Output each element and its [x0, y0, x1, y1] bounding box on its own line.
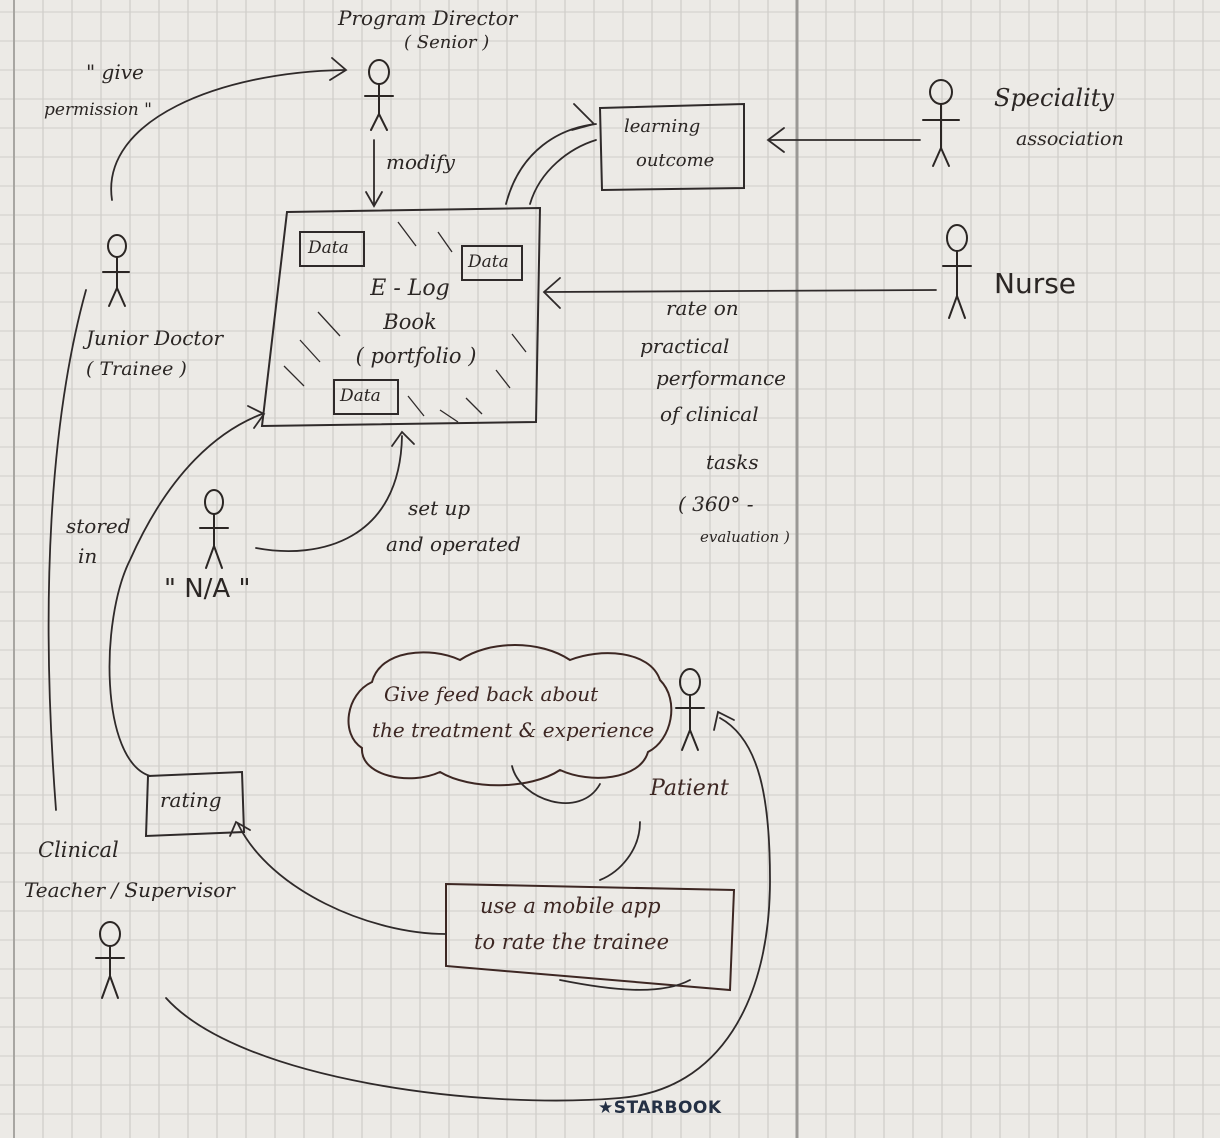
app-to-rating-arrow: [237, 823, 447, 935]
mobile-app-line-2: to rate the trainee: [474, 930, 670, 954]
modify-label: modify: [386, 150, 455, 174]
learning-outcome-label-1: learning: [624, 116, 701, 137]
mobile-app-line-1: use a mobile app: [480, 894, 661, 918]
data-box-3: [333, 379, 399, 415]
starbook-brand: ★STARBOOK: [598, 1098, 722, 1118]
patient-figure: [675, 668, 705, 751]
elog-hatch-marks: [283, 221, 527, 423]
rate-on-2: practical: [640, 334, 730, 358]
data-box-1: [299, 231, 365, 267]
teacher-supervisor-label: Teacher / Supervisor: [24, 878, 235, 902]
clinical-teacher-figure: [95, 921, 125, 999]
brand-name: STARBOOK: [613, 1098, 722, 1118]
stored-in-arrowhead: [247, 405, 266, 429]
nurse-figure: [942, 224, 972, 319]
data-label-3: Data: [340, 386, 381, 406]
patient-to-app-arrow: [599, 821, 641, 881]
program-director-figure: [364, 59, 394, 131]
cloud-return-arrow: [511, 765, 601, 804]
app-underline-arrow: [559, 979, 691, 991]
junior-doctor-role: ( Trainee ): [86, 358, 187, 380]
give-permission-label-1: " give: [86, 60, 144, 84]
stored-in-2: in: [78, 544, 98, 568]
rate-on-3: performance: [656, 366, 787, 390]
rating-arrowhead: [229, 820, 251, 837]
teacher-to-program-director-arrow: [47, 289, 87, 811]
set-up-2: and operated: [386, 532, 521, 556]
feedback-line-1: Give feed back about: [384, 682, 599, 706]
modify-arrowhead: [365, 191, 383, 208]
rate-on-1: rate on: [666, 296, 739, 320]
na-actor-figure: [199, 489, 229, 569]
data-label-1: Data: [308, 238, 349, 258]
elog-to-learning-arrow-2: [529, 139, 597, 205]
rate-on-4: of clinical: [660, 402, 759, 426]
give-permission-label-2: permission ": [44, 100, 152, 120]
learning-outcome-label-2: outcome: [636, 150, 715, 171]
speciality-arrowhead: [766, 127, 785, 153]
patient-label: Patient: [650, 776, 729, 801]
feedback-cloud: [347, 644, 673, 787]
rate-on-6: ( 360° -: [678, 492, 754, 516]
clinical-label: Clinical: [38, 838, 119, 862]
rate-on-5: tasks: [706, 450, 759, 474]
nurse-arrowhead: [542, 277, 561, 309]
junior-doctor-label: Junior Doctor: [86, 326, 224, 350]
data-label-2: Data: [468, 252, 509, 272]
program-director-role: ( Senior ): [404, 32, 490, 53]
na-setup-arrow: [255, 435, 403, 552]
rate-on-7: evaluation ): [700, 528, 790, 546]
patient-arrowhead: [713, 710, 735, 731]
elog-portfolio: ( portfolio ): [355, 344, 477, 368]
star-icon: ★: [598, 1098, 614, 1118]
teacher-to-patient-arrow: [165, 717, 771, 1102]
learning-arrowhead: [571, 103, 596, 131]
feedback-line-2: the treatment & experience: [372, 718, 655, 742]
elog-book-box: [260, 206, 542, 428]
data-box-2: [461, 245, 523, 281]
stored-in-1: stored: [66, 514, 131, 538]
learning-outcome-box: [598, 102, 745, 192]
elog-title: E - Log: [370, 276, 450, 301]
speciality-label: Speciality: [994, 84, 1114, 112]
rating-box: [144, 770, 246, 838]
elog-book: Book: [383, 310, 437, 334]
na-label: " N/A ": [164, 574, 251, 604]
rating-label: rating: [160, 788, 222, 812]
mobile-app-box: [445, 882, 736, 992]
nurse-to-elog-arrow: [545, 289, 937, 293]
speciality-association-figure: [922, 79, 960, 167]
nurse-label: Nurse: [994, 267, 1077, 300]
give-permission-arrow: [110, 69, 345, 201]
program-director-label: Program Director: [338, 6, 518, 30]
association-label: association: [1016, 128, 1124, 150]
setup-arrowhead: [391, 430, 415, 447]
elog-to-learning-arrow-1: [505, 123, 597, 205]
stored-in-arrow: [108, 413, 263, 777]
junior-doctor-figure: [102, 234, 130, 307]
give-permission-arrowhead: [329, 57, 348, 81]
set-up-1: set up: [408, 496, 471, 520]
